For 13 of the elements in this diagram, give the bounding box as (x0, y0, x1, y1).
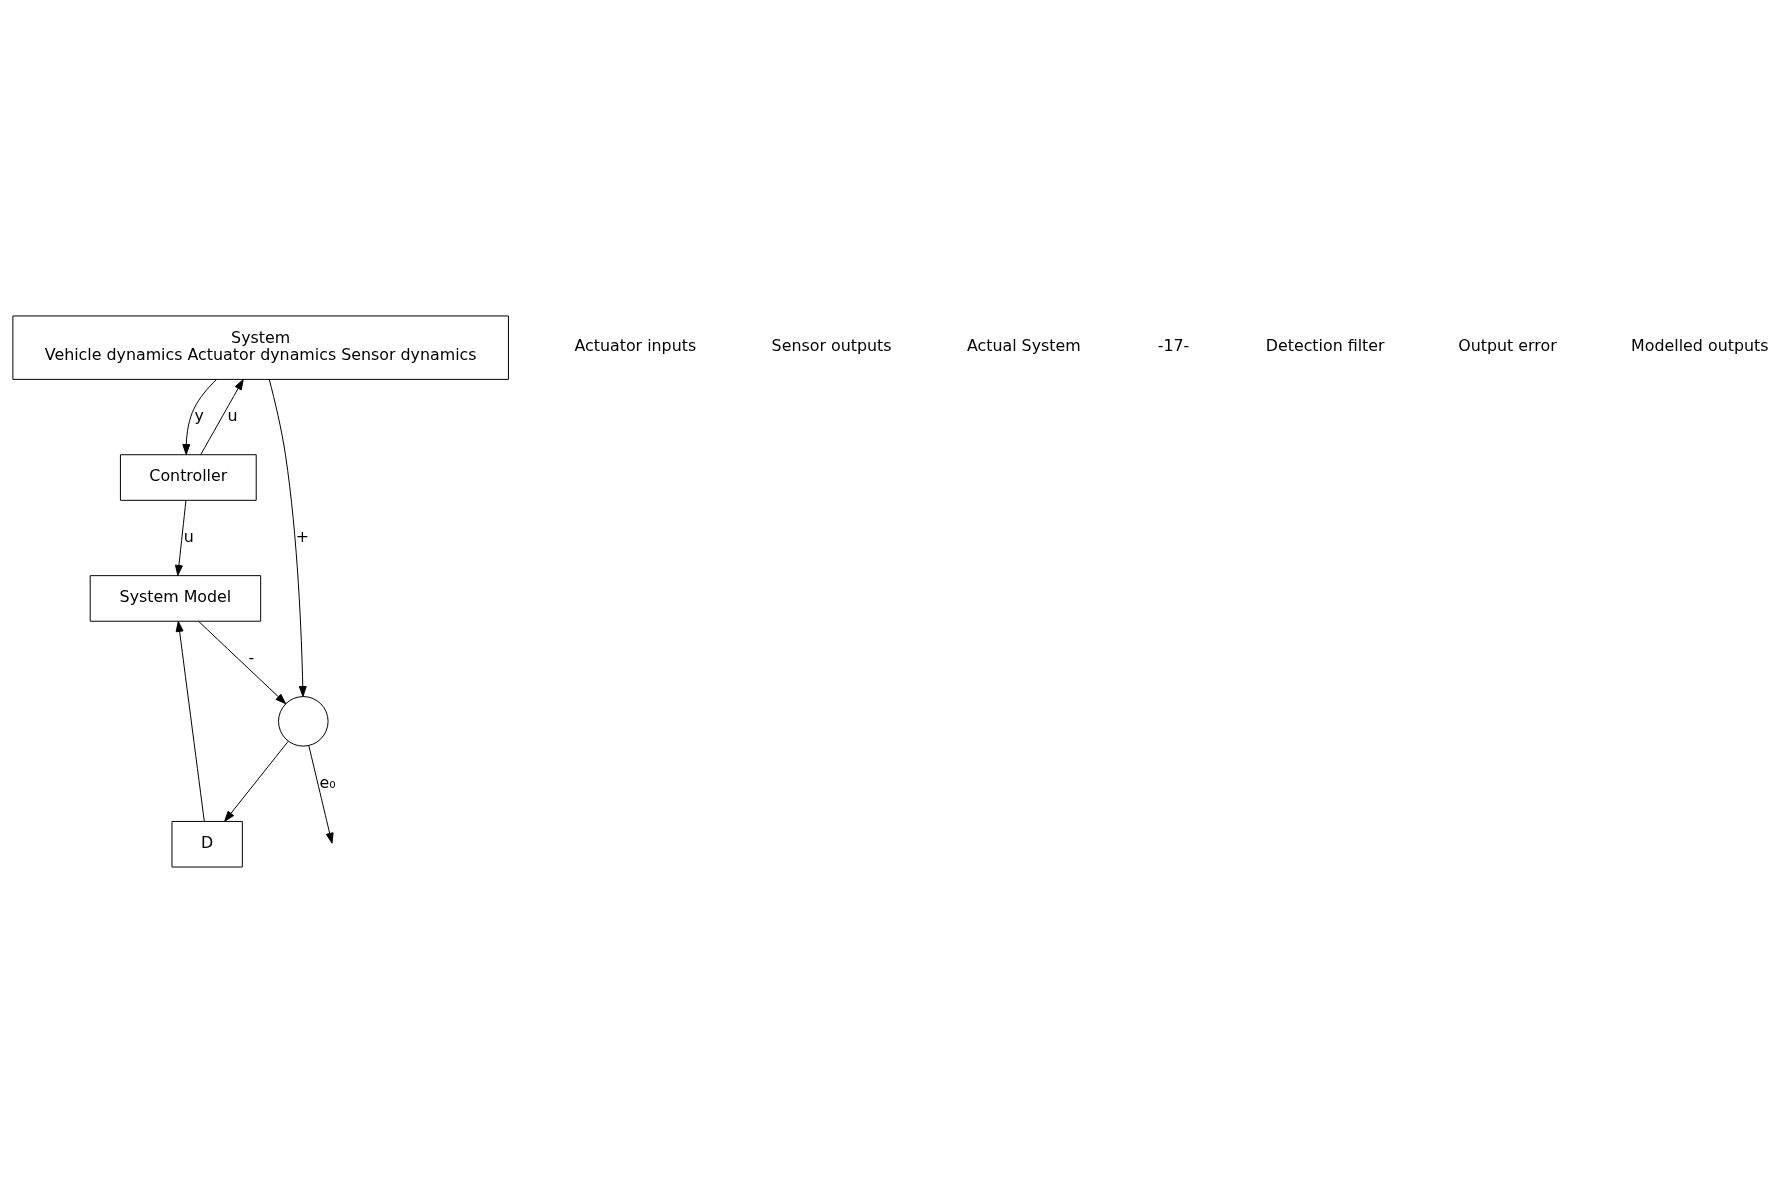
edge-label: - (248, 647, 255, 667)
edge-label: y (194, 405, 204, 425)
label: Actuator inputs (574, 336, 697, 356)
edge-label: u (227, 405, 238, 425)
label: Actual System (966, 336, 1081, 356)
label: Detection filter (1265, 336, 1385, 356)
edge-label: e₀ (319, 772, 336, 792)
edge-label: u (183, 526, 194, 546)
edge-label: + (295, 526, 309, 546)
label: Output error (1458, 336, 1557, 356)
label: -17- (1157, 336, 1190, 356)
label: Modelled outputs (1631, 336, 1769, 356)
label: Sensor outputs (771, 336, 892, 356)
